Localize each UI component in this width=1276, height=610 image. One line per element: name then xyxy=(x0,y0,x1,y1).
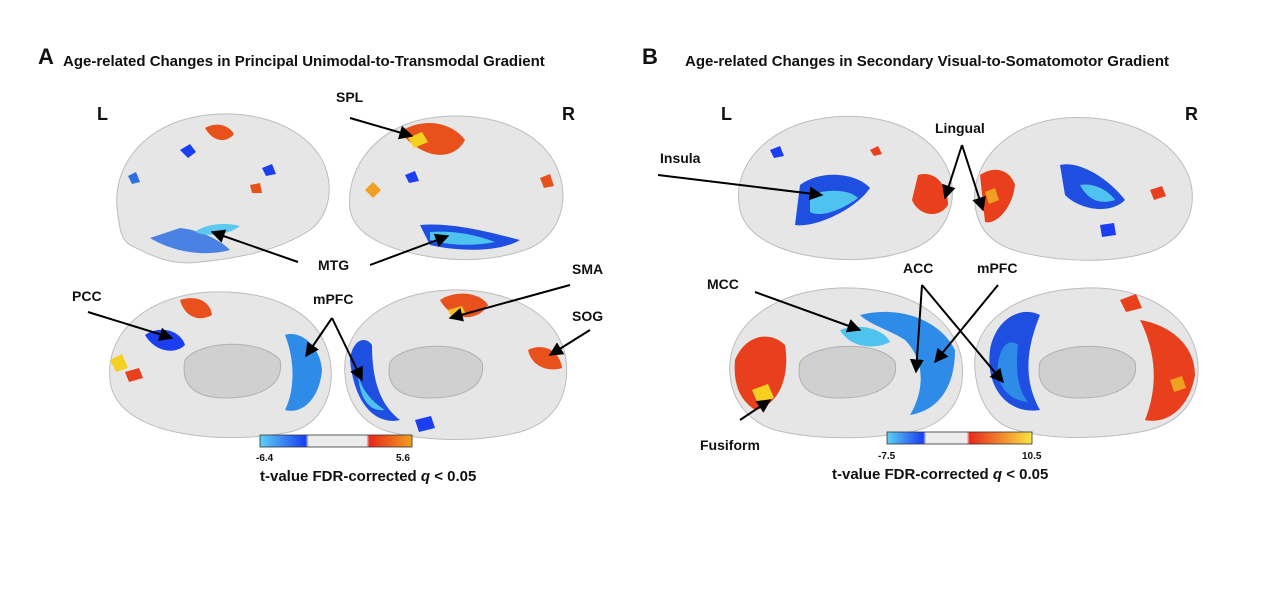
brain-b-medial-left xyxy=(729,287,964,439)
colorbar-b-max: 10.5 xyxy=(1022,451,1042,462)
region-label-sog: SOG xyxy=(572,308,604,324)
colorbar-a xyxy=(259,434,413,448)
brain-a-medial-right xyxy=(344,289,568,440)
region-label-sma: SMA xyxy=(572,261,604,277)
panel-a-title: Age-related Changes in Principal Unimoda… xyxy=(63,53,545,70)
region-label-lingual: Lingual xyxy=(935,120,985,136)
colorbar-a-caption: t-value FDR-corrected q < 0.05 xyxy=(260,468,477,485)
colorbar-b-min: -7.5 xyxy=(878,451,896,462)
panel-b-hemi-right: R xyxy=(1185,104,1198,124)
region-label-mcc: MCC xyxy=(707,276,739,292)
region-label-mpfc-a: mPFC xyxy=(313,291,354,307)
colorbar-b xyxy=(886,431,1033,445)
panel-a-hemi-right: R xyxy=(562,104,575,124)
panel-a-hemi-left: L xyxy=(97,104,108,124)
region-label-pcc: PCC xyxy=(72,288,102,304)
region-label-insula: Insula xyxy=(660,150,701,166)
panel-a-letter: A xyxy=(38,44,54,69)
colorbar-a-max: 5.6 xyxy=(396,453,410,464)
brain-b-medial-right xyxy=(974,287,1199,439)
brain-a-lateral-left xyxy=(116,113,330,264)
brain-a-medial-left xyxy=(109,291,332,439)
brain-b-lateral-right xyxy=(974,117,1193,261)
colorbar-a-min: -6.4 xyxy=(256,453,274,464)
region-label-mtg: MTG xyxy=(318,257,350,273)
panel-b-letter: B xyxy=(642,44,658,69)
region-label-acc: ACC xyxy=(903,260,934,276)
annotation-arrows-a xyxy=(87,117,591,382)
annotation-arrows-b xyxy=(657,144,1004,421)
region-label-spl: SPL xyxy=(336,89,364,105)
colorbar-b-caption: t-value FDR-corrected q < 0.05 xyxy=(832,466,1049,483)
panel-b-title: Age-related Changes in Secondary Visual-… xyxy=(685,53,1169,70)
brain-a-lateral-right xyxy=(349,115,564,261)
region-label-mpfc-b: mPFC xyxy=(977,260,1018,276)
region-label-fusiform: Fusiform xyxy=(700,437,760,453)
panel-b-hemi-left: L xyxy=(721,104,732,124)
